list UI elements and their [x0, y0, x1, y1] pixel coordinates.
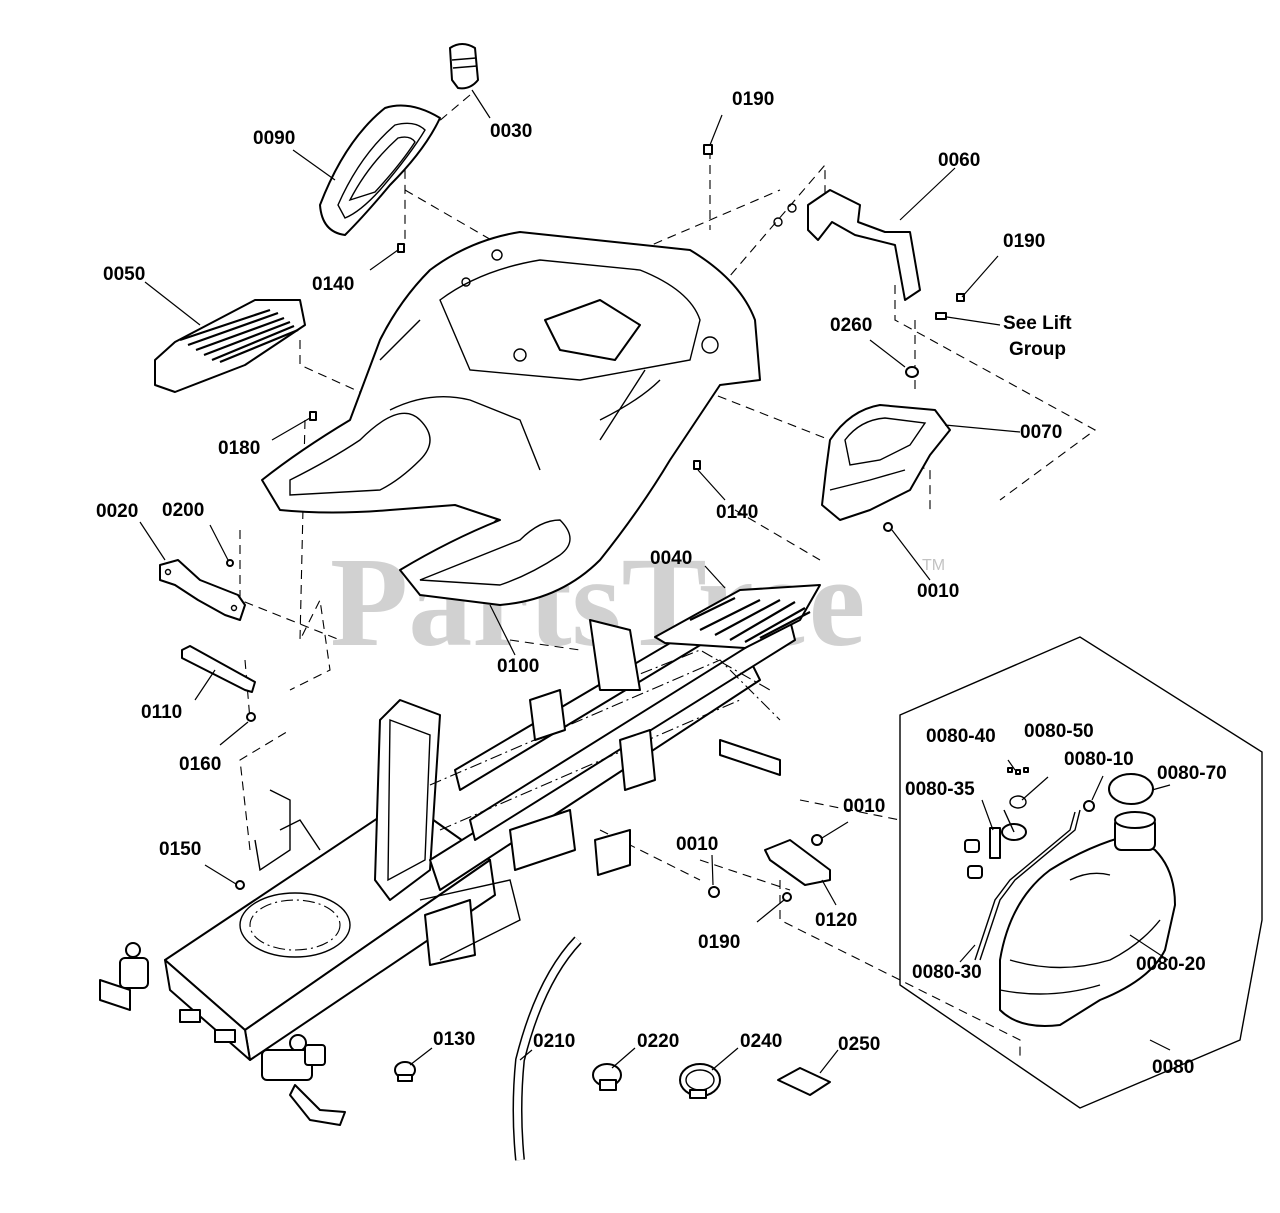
part-0030-knob: [449, 43, 479, 90]
label-0190-right[interactable]: 0190: [1003, 231, 1045, 252]
label-0060[interactable]: 0060: [938, 150, 980, 171]
label-0050[interactable]: 0050: [103, 264, 145, 285]
part-0050-footpad: [154, 299, 306, 393]
part-0080-40-screws: [1007, 767, 1029, 775]
label-0080-10[interactable]: 0080-10: [1064, 749, 1134, 770]
label-0070[interactable]: 0070: [1020, 422, 1062, 443]
label-0040[interactable]: 0040: [650, 548, 692, 569]
label-0140-right[interactable]: 0140: [716, 502, 758, 523]
part-0020-bracket: [159, 559, 246, 621]
fasteners: [235, 144, 965, 902]
label-0080-20[interactable]: 0080-20: [1136, 954, 1206, 975]
part-0200-screw: [226, 559, 234, 567]
label-0190-low[interactable]: 0190: [698, 932, 740, 953]
part-0130-clip: [394, 1061, 416, 1082]
label-see-lift-line2[interactable]: Group: [1009, 339, 1066, 360]
label-0180[interactable]: 0180: [218, 438, 260, 459]
label-0090[interactable]: 0090: [253, 128, 295, 149]
label-0080[interactable]: 0080: [1152, 1057, 1194, 1078]
part-0240-clamp: [679, 1063, 721, 1099]
label-0080-70[interactable]: 0080-70: [1157, 763, 1227, 784]
label-0140-left[interactable]: 0140: [312, 274, 354, 295]
label-0160[interactable]: 0160: [179, 754, 221, 775]
part-0060-bracket: [773, 189, 921, 301]
label-0240[interactable]: 0240: [740, 1031, 782, 1052]
part-labels: 0030 0090 0190 0140 0050 0060 0190 See L…: [96, 89, 1227, 1078]
label-0080-35[interactable]: 0080-35: [905, 779, 975, 800]
part-0080-20-fuel-tank: [999, 773, 1176, 1027]
label-0130[interactable]: 0130: [433, 1029, 475, 1050]
part-0070-housing: [821, 366, 951, 532]
label-0100[interactable]: 0100: [497, 656, 539, 677]
label-0150[interactable]: 0150: [159, 839, 201, 860]
part-0080-50-sender: [964, 795, 1027, 879]
part-0090-armrest: [319, 104, 441, 236]
watermark-trademark: TM: [922, 557, 945, 574]
fuel-tank-group-box: [899, 636, 1263, 1109]
label-see-lift-line1[interactable]: See Lift: [1003, 313, 1072, 334]
label-0080-30[interactable]: 0080-30: [912, 962, 982, 983]
label-0010-mid[interactable]: 0010: [843, 796, 885, 817]
label-0110[interactable]: 0110: [141, 702, 182, 723]
part-0120-bracket: [764, 839, 831, 886]
part-0160-nut: [246, 712, 256, 722]
label-0080-40[interactable]: 0080-40: [926, 726, 996, 747]
label-0220[interactable]: 0220: [637, 1031, 679, 1052]
label-0020[interactable]: 0020: [96, 501, 138, 522]
label-0190-top[interactable]: 0190: [732, 89, 774, 110]
part-0110-strap: [181, 645, 256, 693]
part-0080-30-line: [974, 809, 1081, 961]
label-0010-low[interactable]: 0010: [676, 834, 718, 855]
part-0040-footpad: [654, 584, 821, 649]
label-0260[interactable]: 0260: [830, 315, 872, 336]
label-0210[interactable]: 0210: [533, 1031, 575, 1052]
label-0200[interactable]: 0200: [162, 500, 204, 521]
leader-lines: [139, 89, 1171, 1074]
part-0220-clamp: [592, 1063, 622, 1091]
label-0250[interactable]: 0250: [838, 1034, 880, 1055]
label-0080-50[interactable]: 0080-50: [1024, 721, 1094, 742]
leader-0080: [1149, 1039, 1171, 1051]
part-0250-clip: [777, 1067, 831, 1096]
label-0120[interactable]: 0120: [815, 910, 857, 931]
part-0100-body-deck: [261, 231, 761, 606]
label-0010-top[interactable]: 0010: [917, 581, 959, 602]
label-0030[interactable]: 0030: [490, 121, 532, 142]
